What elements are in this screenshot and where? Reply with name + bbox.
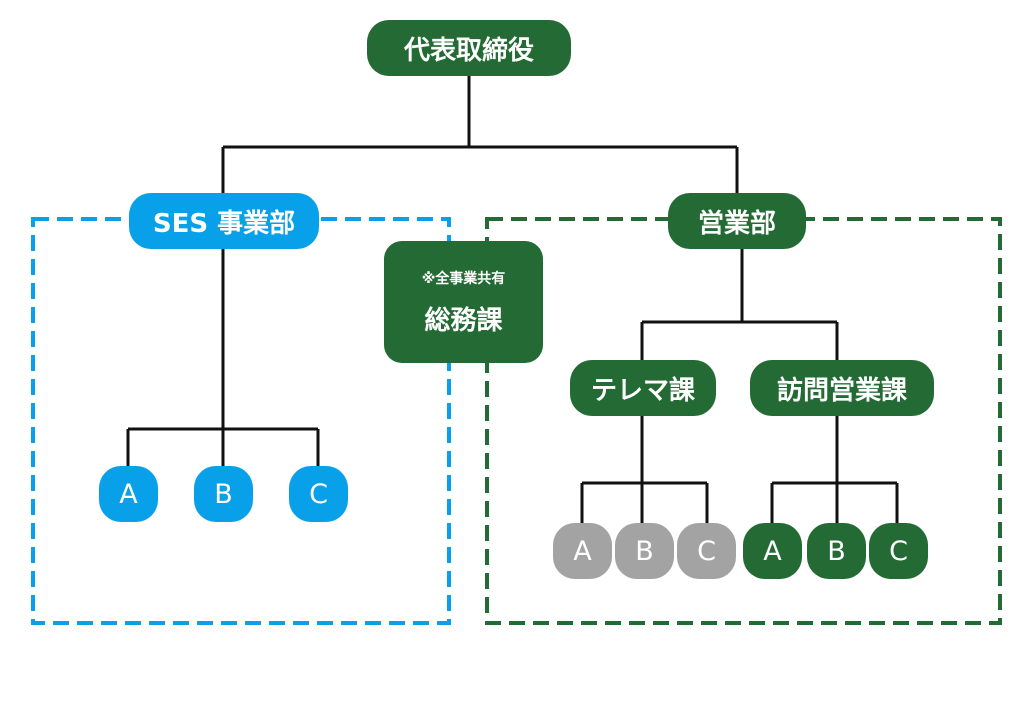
- soumu-label: 総務課: [424, 305, 503, 336]
- ses-division-box: SES 事業部: [129, 193, 319, 249]
- visit-team-c: C: [869, 523, 928, 579]
- telema-team-b: B: [615, 523, 674, 579]
- ceo-label: 代表取締役: [403, 35, 534, 66]
- telema-team-a: A: [553, 523, 612, 579]
- ceo-box: 代表取締役: [367, 20, 571, 76]
- visit-team-b: B: [807, 523, 866, 579]
- tree-connectors: [126, 75, 899, 524]
- visit-team-b-label: B: [827, 535, 846, 567]
- visit-sales-section-box: 訪問営業課: [750, 360, 934, 416]
- visit-team-a-label: A: [763, 535, 782, 567]
- telema-team-b-label: B: [635, 535, 654, 567]
- soumu-note: ※全事業共有: [421, 270, 506, 287]
- visit-team-a: A: [743, 523, 802, 579]
- sales-division-label: 営業部: [697, 208, 776, 239]
- sales-division-box: 営業部: [668, 193, 806, 249]
- telema-section-label: テレマ課: [590, 375, 695, 406]
- telema-section-box: テレマ課: [570, 360, 716, 416]
- sales-group-box: [485, 217, 1002, 625]
- ses-division-label: SES 事業部: [152, 208, 296, 239]
- ses-team-c-label: C: [309, 478, 328, 510]
- visit-sales-section-label: 訪問営業課: [776, 375, 907, 406]
- visit-team-c-label: C: [889, 535, 908, 567]
- ses-team-b: B: [194, 466, 253, 522]
- telema-team-c-label: C: [697, 535, 716, 567]
- ses-team-c: C: [289, 466, 348, 522]
- soumu-box: ※全事業共有 総務課: [384, 241, 543, 363]
- telema-team-c: C: [677, 523, 736, 579]
- telema-team-a-label: A: [573, 535, 592, 567]
- ses-team-a: A: [99, 466, 158, 522]
- ses-team-b-label: B: [214, 478, 233, 510]
- ses-team-a-label: A: [119, 478, 138, 510]
